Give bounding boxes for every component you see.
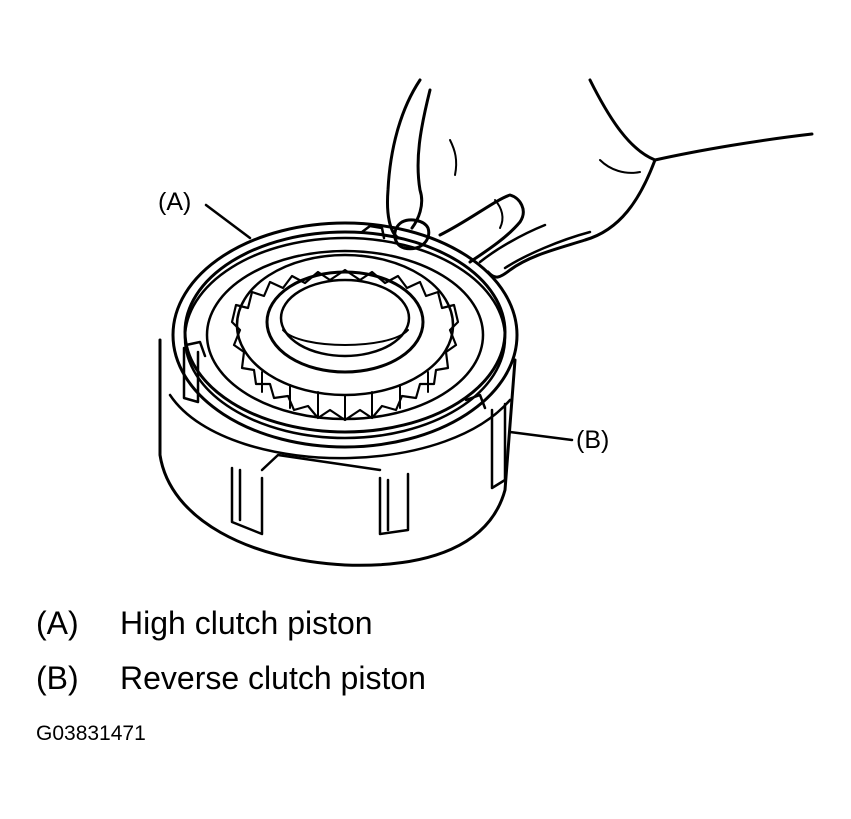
- legend-key: (B): [36, 660, 79, 696]
- leader-line-a: [204, 203, 252, 240]
- callout-label-a: (A): [158, 188, 192, 216]
- legend-item-a: (A) High clutch piston: [36, 605, 373, 641]
- legend-text: High clutch piston: [120, 605, 373, 641]
- figure-code: G03831471: [36, 722, 146, 745]
- leader-line-b: [508, 430, 574, 442]
- legend-key: (A): [36, 605, 79, 641]
- leader-lines: [204, 203, 574, 442]
- clutch-piston-illustration: [158, 78, 814, 567]
- splined-hub: [230, 253, 460, 422]
- callout-label-b: (B): [576, 426, 610, 454]
- drum-slots: [182, 346, 507, 536]
- hand: [386, 78, 814, 279]
- legend-item-b: (B) Reverse clutch piston: [36, 660, 426, 696]
- legend-text: Reverse clutch piston: [120, 660, 426, 696]
